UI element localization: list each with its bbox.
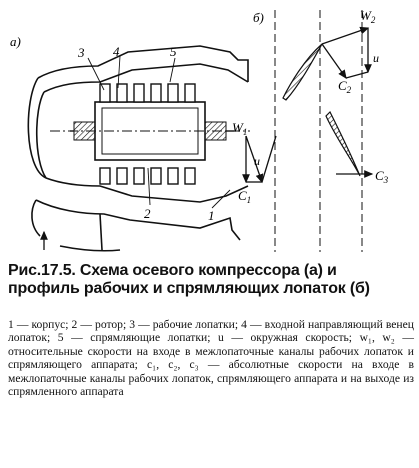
- rotor: [50, 101, 250, 161]
- blade: [133, 167, 145, 185]
- blade: [167, 167, 179, 185]
- c1-label: C1: [238, 188, 251, 205]
- w1-label: W1: [232, 120, 247, 137]
- label-1: 1: [208, 208, 215, 223]
- blade: [167, 83, 179, 103]
- label-5: 5: [170, 44, 177, 59]
- label-3: 3: [77, 45, 85, 60]
- blade: [184, 167, 196, 185]
- u2-label: u: [373, 51, 379, 65]
- blade: [99, 167, 111, 185]
- leader-lines: [87, 55, 231, 209]
- blade: [116, 83, 128, 103]
- stator-blade-profile: [325, 110, 361, 177]
- blade: [116, 167, 128, 185]
- inlet-velocity-triangle: [242, 135, 277, 184]
- blade-plane-lines: [274, 10, 363, 252]
- figure-caption: Рис.17.5. Схема осевого компрессора (а) …: [8, 262, 370, 297]
- blade: [184, 83, 196, 103]
- figure-legend: 1 — корпус; 2 — ротор; 3 — рабочие лопат…: [8, 318, 414, 399]
- blade: [99, 83, 111, 103]
- rotor-blade-profile: [282, 43, 323, 101]
- blade: [150, 83, 162, 103]
- panel-a-label: а): [10, 34, 21, 49]
- panel-b-label: б): [253, 10, 264, 25]
- compressor-casing: [27, 45, 249, 252]
- blade-rows: [99, 83, 196, 185]
- blade: [133, 83, 145, 103]
- c2-label: C2: [338, 78, 352, 95]
- c3-label: C3: [375, 168, 389, 185]
- compressor-figure: а) 3 4 5 2 1 б): [10, 8, 389, 252]
- u1-label: u: [254, 154, 260, 168]
- blade: [150, 167, 162, 185]
- label-4: 4: [113, 44, 120, 59]
- outlet-velocity-triangle: [321, 26, 372, 80]
- label-2: 2: [144, 206, 151, 221]
- w2-label: W2: [360, 8, 376, 25]
